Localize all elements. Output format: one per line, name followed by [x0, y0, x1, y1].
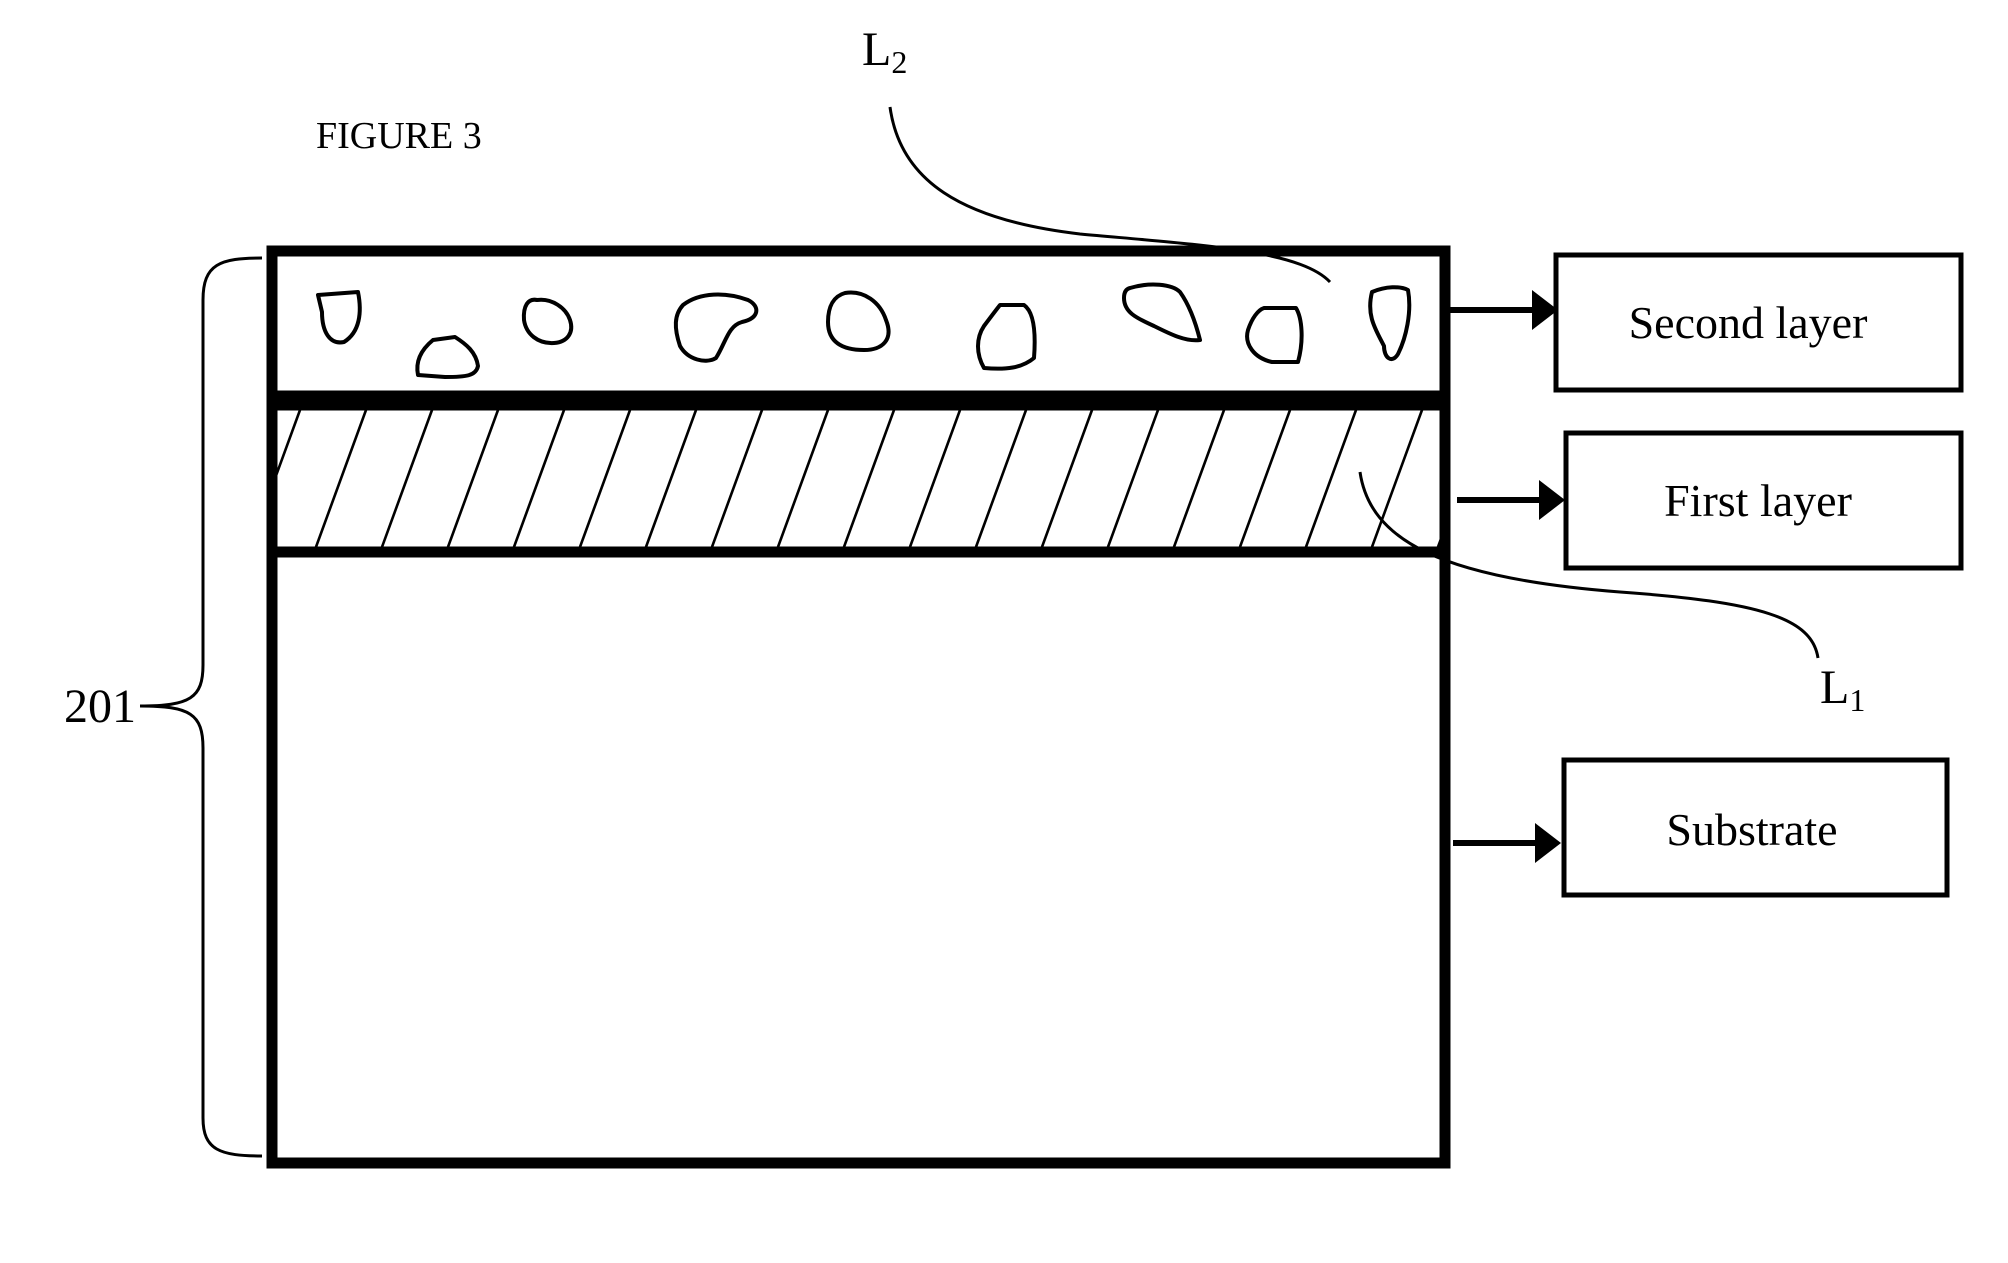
hatch-line	[1370, 410, 1424, 547]
l1-leader-line	[1358, 471, 1820, 659]
l1-label: L1	[1820, 661, 1865, 718]
second-layer-arrow	[1450, 290, 1558, 330]
first-layer-region	[266, 399, 1451, 558]
substrate-region	[266, 546, 1451, 1169]
hatch-line	[512, 410, 566, 547]
hatch-line	[1106, 410, 1160, 547]
hatch-line	[1040, 410, 1094, 547]
l2-label: L2	[862, 23, 907, 80]
hatch-line	[578, 410, 632, 547]
hatch-line	[842, 410, 896, 547]
first-layer-label: First layer	[1664, 475, 1852, 526]
hatch-line	[446, 410, 500, 547]
reference-numeral: 201	[64, 680, 136, 733]
l2-leader-line	[888, 106, 1332, 284]
hatch-line	[776, 410, 830, 547]
hatch-line	[1172, 410, 1226, 547]
first-layer-arrow	[1457, 480, 1565, 520]
substrate-arrow	[1453, 823, 1561, 863]
layer-stack-brace	[139, 256, 263, 1158]
hatch-line	[1238, 410, 1292, 547]
second-layer-label-box: Second layer	[1553, 252, 1964, 393]
second-layer-particles	[316, 282, 1412, 379]
hatch-line	[710, 410, 764, 547]
second-layer-region	[266, 245, 1451, 402]
substrate-label: Substrate	[1666, 804, 1837, 855]
hatch-line	[974, 410, 1028, 547]
hatch-line	[1304, 410, 1358, 547]
figure-title: FIGURE 3	[316, 115, 482, 157]
hatch-line	[277, 410, 302, 477]
first-layer-hatch	[277, 410, 1440, 547]
hatch-line	[380, 410, 434, 547]
hatch-line	[314, 410, 368, 547]
hatch-line	[908, 410, 962, 547]
second-layer-label: Second layer	[1629, 297, 1868, 348]
hatch-line	[644, 410, 698, 547]
first-layer-label-box: First layer	[1563, 430, 1964, 571]
substrate-label-box: Substrate	[1561, 757, 1950, 898]
